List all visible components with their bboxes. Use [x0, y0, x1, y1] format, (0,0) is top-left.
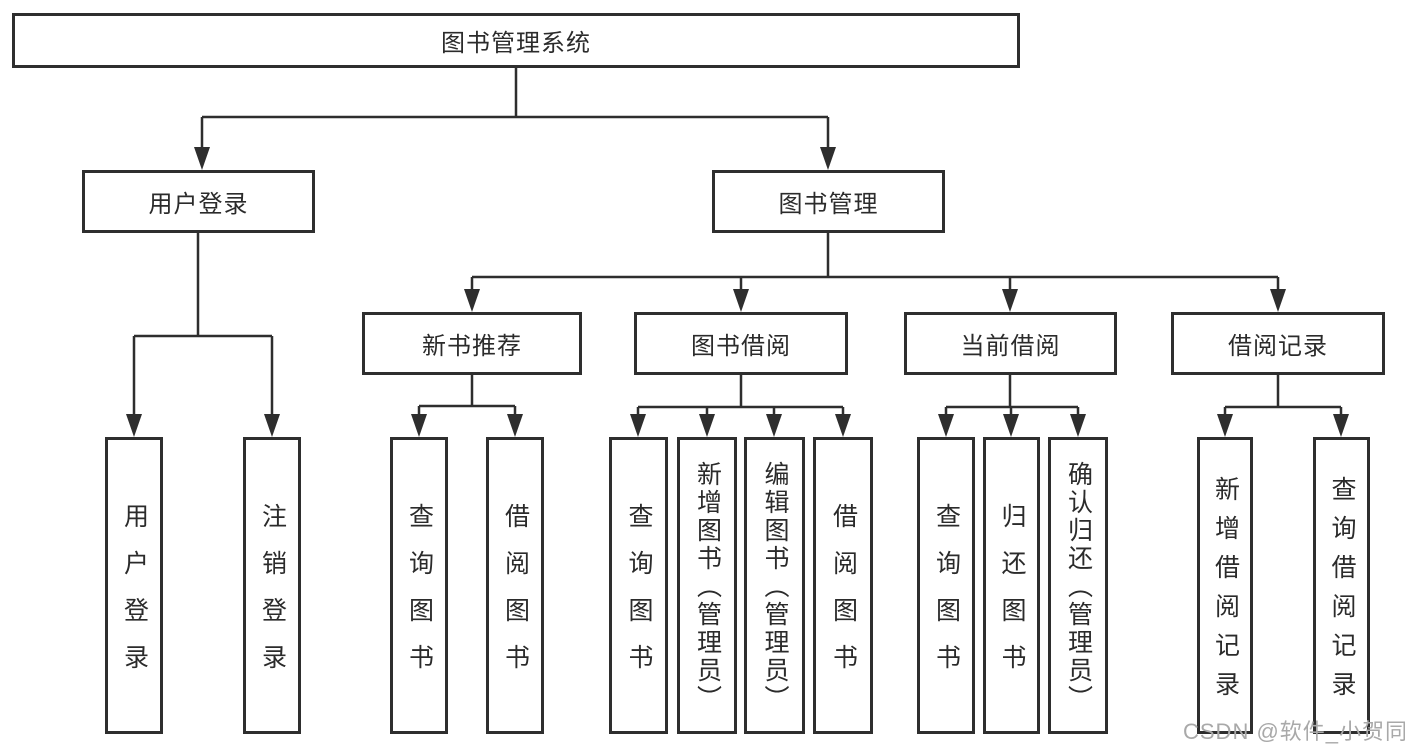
- node-book-management: 图书管理: [712, 170, 945, 233]
- node-label: 确认归还（管理员）: [1064, 461, 1093, 713]
- node-logout: 注销登录: [243, 437, 301, 734]
- node-label: 归还图书: [998, 502, 1026, 691]
- node-new-book-recommendation: 新书推荐: [362, 312, 582, 375]
- node-add-books-admin: 新增图书（管理员）: [677, 437, 737, 734]
- node-root: 图书管理系统: [12, 13, 1020, 68]
- edge-book-mgmt-branch: [470, 233, 1280, 294]
- node-confirm-return-admin: 确认归还（管理员）: [1048, 437, 1108, 734]
- node-user-login: 用户登录: [105, 437, 163, 734]
- node-label: 当前借阅: [960, 333, 1061, 360]
- node-query-books-borrowing: 查询图书: [609, 437, 668, 734]
- node-label: 新增借阅记录: [1211, 475, 1240, 710]
- node-query-books-newbook: 查询图书: [390, 437, 448, 734]
- edge-current-borrow-branch: [944, 375, 1080, 420]
- node-label: 借阅图书: [501, 502, 530, 691]
- node-borrowing-records: 借阅记录: [1171, 312, 1385, 375]
- node-label: 查询图书: [405, 502, 434, 691]
- node-label: 图书管理: [778, 191, 879, 218]
- node-user-login-group: 用户登录: [82, 170, 315, 233]
- edge-new-book-branch: [417, 375, 517, 420]
- node-label: 图书借阅: [691, 333, 791, 360]
- edge-root-to-level1: [200, 68, 830, 152]
- node-query-borrow-record: 查询借阅记录: [1313, 437, 1370, 734]
- node-edit-books-admin: 编辑图书（管理员）: [744, 437, 805, 734]
- node-label: 借阅图书: [829, 502, 858, 691]
- node-label: 注销登录: [258, 502, 287, 691]
- node-label: 编辑图书（管理员）: [761, 461, 789, 713]
- edge-borrow-record-branch: [1223, 375, 1343, 420]
- node-return-books: 归还图书: [983, 437, 1040, 734]
- node-borrow-books-newbook: 借阅图书: [486, 437, 544, 734]
- edge-book-borrow-branch: [636, 375, 845, 420]
- csdn-watermark: CSDN @软件_小贺同学: [1183, 719, 1405, 744]
- edge-user-login-branch: [132, 233, 274, 420]
- node-root-label: 图书管理系统: [441, 30, 591, 57]
- node-query-books-current: 查询图书: [917, 437, 975, 734]
- node-label: 查询图书: [932, 502, 961, 691]
- node-label: 新增图书（管理员）: [693, 461, 722, 713]
- node-label: 新书推荐: [422, 333, 522, 360]
- node-book-borrowing: 图书借阅: [634, 312, 848, 375]
- node-add-borrow-record: 新增借阅记录: [1197, 437, 1253, 734]
- node-label: 查询借阅记录: [1328, 475, 1356, 710]
- node-current-borrowing: 当前借阅: [904, 312, 1117, 375]
- arrowheads: [126, 147, 1349, 437]
- node-label: 借阅记录: [1228, 333, 1328, 360]
- node-label: 用户登录: [148, 191, 249, 218]
- node-label: 用户登录: [120, 502, 149, 691]
- node-borrow-books-borrowing: 借阅图书: [813, 437, 873, 734]
- node-label: 查询图书: [625, 502, 653, 691]
